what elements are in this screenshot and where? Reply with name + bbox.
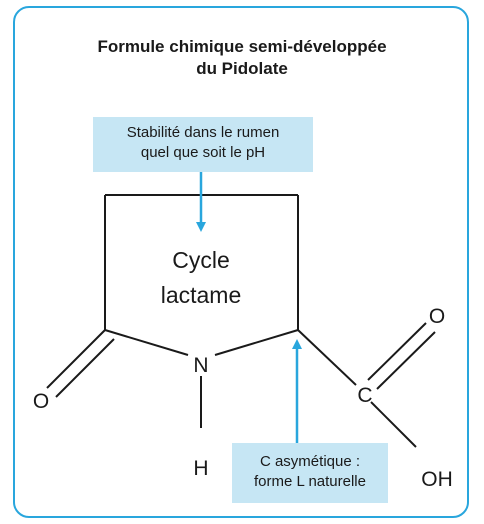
asymmetric-carbon-annotation: C asymétique : forme L naturelle xyxy=(232,443,388,503)
atom-oxygen-left: O xyxy=(33,390,49,413)
ring-bond-carbonyl-to-nitrogen xyxy=(104,329,189,356)
stability-annotation-line-2: quel que soit le pH xyxy=(140,144,266,161)
title-line-2: du Pidolate xyxy=(196,59,288,78)
diagram-title: Formule chimique semi-développée du Pido… xyxy=(0,36,484,80)
bond-chiral-carbon-to-carboxyl xyxy=(297,329,357,386)
double-bond-right-outer xyxy=(367,322,427,381)
title-line-1: Formule chimique semi-développée xyxy=(97,37,387,56)
atom-nitrogen: N xyxy=(193,354,208,377)
stability-annotation: Stabilité dans le rumen quel que soit le… xyxy=(93,117,313,172)
substituent-bonds xyxy=(46,322,436,448)
double-bond-left-outer xyxy=(46,329,106,389)
asymmetric-annotation-line-2: forme L naturelle xyxy=(253,473,366,490)
double-bond-left-inner xyxy=(55,338,115,398)
ring-bond-nitrogen-to-chiral-carbon xyxy=(214,329,299,356)
atom-oxygen-right: O xyxy=(429,305,445,328)
stability-annotation-line-1: Stabilité dans le rumen xyxy=(126,124,280,141)
bond-carbon-hydroxyl xyxy=(370,401,417,448)
diagram-frame xyxy=(13,6,469,518)
annotation-arrows xyxy=(196,172,302,443)
atom-hydroxyl: OH xyxy=(421,468,453,491)
ring-label-line-2: lactame xyxy=(161,282,242,308)
atom-hydrogen: H xyxy=(193,457,208,480)
atom-carbon: C xyxy=(357,384,372,407)
double-bond-right-inner xyxy=(376,331,436,390)
asymmetric-annotation-line-1: C asymétique : xyxy=(259,453,361,470)
ring-label-line-1: Cycle xyxy=(172,247,230,273)
